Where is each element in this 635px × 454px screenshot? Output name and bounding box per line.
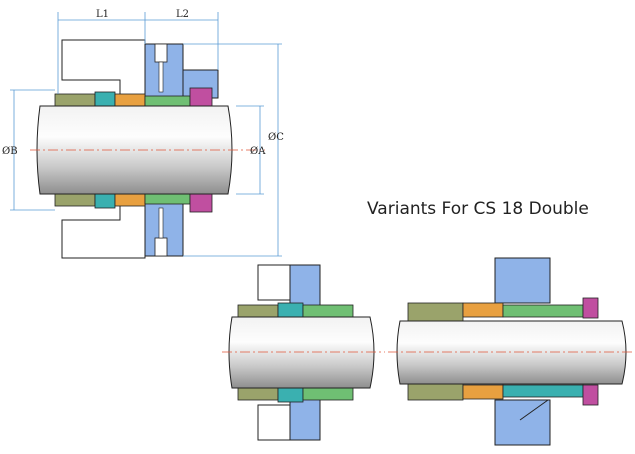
variant1-spring-upper: [277, 302, 304, 318]
dim-label-dia-c: ØC: [268, 132, 284, 143]
variant2-gland-top: [494, 257, 551, 304]
face-upper: [114, 93, 146, 107]
variant1-housing-top: [257, 264, 291, 301]
collar-upper: [189, 87, 213, 107]
spring-lower: [94, 193, 116, 209]
variant2-seat-upper: [502, 304, 584, 318]
variant2-collar-upper: [582, 297, 599, 319]
gland-port-bottom: [154, 237, 168, 257]
variant1-sleeve-lower: [237, 387, 279, 401]
variant2-spring-lower: [502, 384, 584, 398]
variant-1-drawing: [222, 264, 385, 441]
dim-label-dia-a: ØA: [250, 146, 266, 157]
diagram-title: Variants For CS 18 Double: [367, 199, 589, 219]
variant1-seat-upper: [302, 304, 354, 318]
variant2-face-lower: [462, 384, 504, 400]
variant1-seat-lower: [302, 387, 354, 401]
seat-lower: [144, 193, 191, 205]
dim-label-l1: L1: [96, 9, 109, 20]
variant-2-drawing: [388, 257, 635, 446]
gland-port-top: [154, 43, 168, 63]
variant1-spring-lower: [277, 387, 304, 403]
housing-bottom-outline: [61, 204, 146, 259]
variant2-gland-bottom: [494, 399, 551, 446]
housing-top-outline: [61, 39, 146, 96]
variant2-sleeve-upper: [407, 302, 464, 322]
dim-label-dia-b: ØB: [2, 146, 18, 157]
variant1-sleeve-upper: [237, 304, 279, 318]
variant1-housing-bottom: [257, 404, 291, 441]
variant2-port-angled: [519, 399, 549, 421]
dimension-lines: [10, 12, 282, 257]
variant2-face-upper: [462, 302, 504, 318]
collar-lower: [189, 193, 213, 213]
sleeve-lower: [54, 193, 96, 207]
variant1-shaft: [228, 316, 375, 389]
gland-channel-bottom: [158, 207, 164, 239]
main-seal-drawing: L1 L2 ØB ØA ØC: [2, 9, 284, 259]
seat-upper: [144, 95, 191, 107]
spring-upper: [94, 91, 116, 107]
variant2-collar-lower: [582, 384, 599, 406]
gland-channel-top: [158, 61, 164, 93]
dim-label-l2: L2: [176, 9, 189, 20]
sleeve-upper: [54, 93, 96, 107]
variant2-sleeve-lower: [407, 381, 464, 401]
variant2-shaft: [396, 320, 627, 385]
face-lower: [114, 193, 146, 207]
